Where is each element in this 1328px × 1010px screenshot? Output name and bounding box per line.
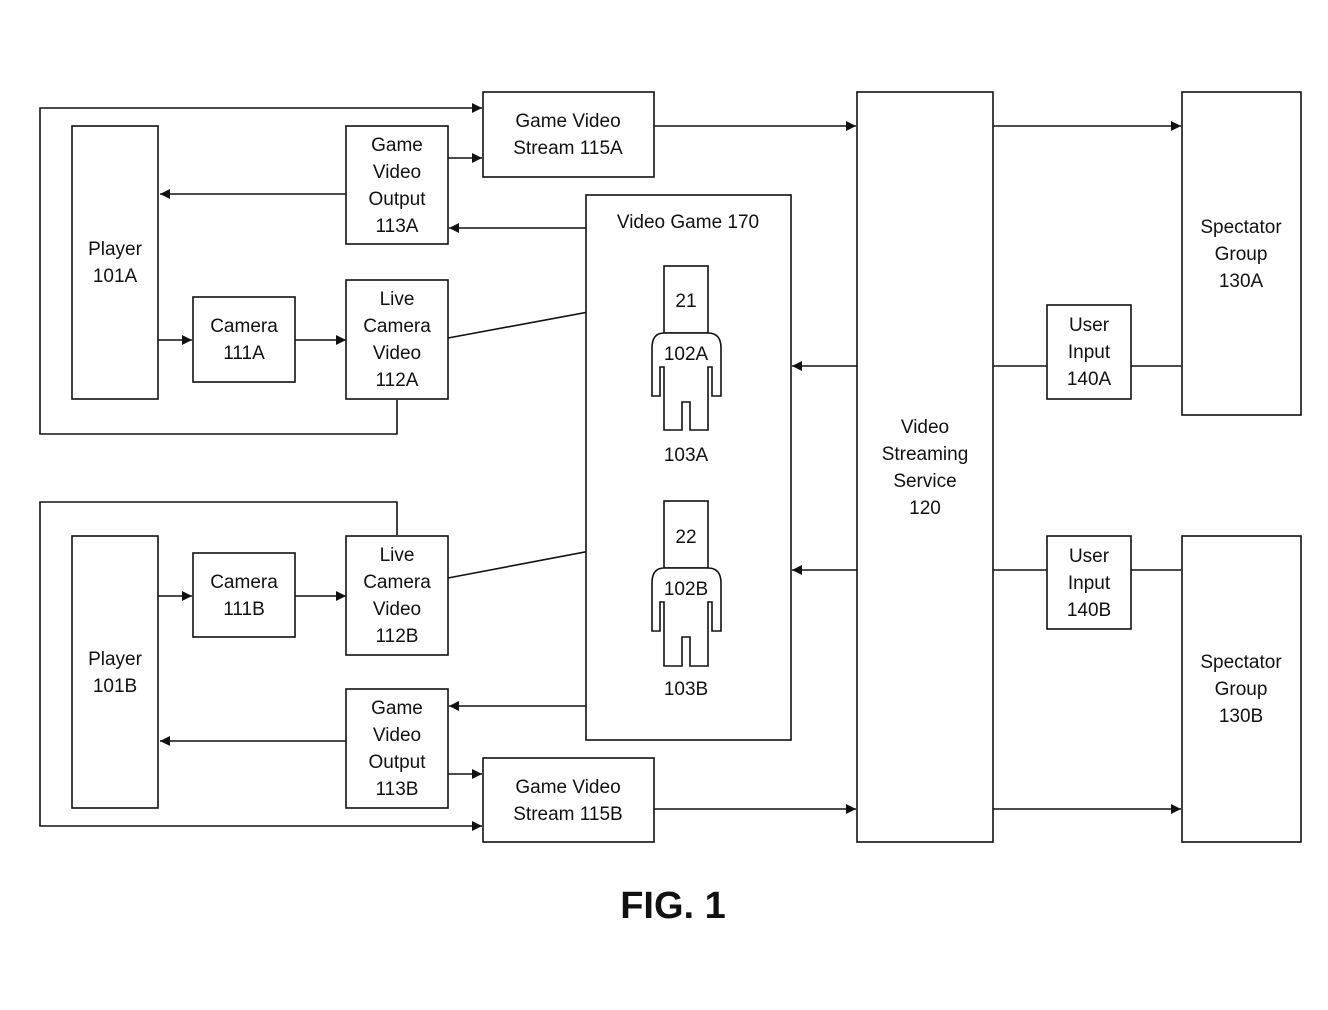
player-101a-label: Player 101A xyxy=(88,239,143,287)
avatar-b-caption: 103B xyxy=(664,679,708,700)
player-101b: Player 101B xyxy=(71,535,159,809)
camera-111b-label-line-2: 111B xyxy=(223,599,265,620)
avatar-b-body-icon xyxy=(651,567,722,667)
spectator-group-130b-label-line-1: Spectator xyxy=(1200,652,1282,673)
user-input-140a-label-line-2: Input xyxy=(1068,342,1111,363)
avatar-103b: 22 102B 103B xyxy=(651,500,722,700)
avatar-b-id-label: 22 xyxy=(675,527,696,548)
camera-111a: Camera 111A xyxy=(192,296,296,383)
spectator-group-130b-label-line-3: 130B xyxy=(1219,706,1263,727)
video-streaming-service-120-label-line-1: Video xyxy=(901,417,949,438)
avatar-a-body-icon xyxy=(651,332,722,431)
game-video-output-113b-label-line-4: 113B xyxy=(376,779,419,800)
player-101a-label-line-2: 101A xyxy=(93,266,138,287)
live-camera-video-112b-label-line-3: Video xyxy=(373,599,421,620)
avatar-b-char-label: 102B xyxy=(664,579,708,600)
avatar-a-char-label-line-1: 102A xyxy=(664,344,709,365)
video-streaming-service-120-label-line-3: Service xyxy=(893,471,956,492)
video-streaming-service-120-label-line-4: 120 xyxy=(909,498,941,519)
live-camera-video-112a-label-line-2: Camera xyxy=(363,316,431,337)
user-input-140b-label-line-3: 140B xyxy=(1067,600,1111,621)
video-game-170-label-line-1: Video Game 170 xyxy=(617,212,759,233)
avatar-b-head xyxy=(663,500,709,569)
avatar-a-id-label: 21 xyxy=(675,291,696,312)
live-camera-video-112b-label-line-2: Camera xyxy=(363,572,431,593)
live-camera-video-112b-label-line-1: Live xyxy=(380,545,415,566)
camera-111b-label: Camera 111B xyxy=(210,572,278,620)
avatar-a-caption-line-1: 103A xyxy=(664,445,709,466)
camera-111b-label-line-1: Camera xyxy=(210,572,278,593)
player-101b-label-line-2: 101B xyxy=(93,676,137,697)
video-streaming-service-120-label-line-2: Streaming xyxy=(882,444,969,465)
game-video-stream-115a-label-line-1: Game Video xyxy=(515,111,620,132)
player-101b-label-line-1: Player xyxy=(88,649,143,670)
player-101a: Player 101A xyxy=(71,125,159,400)
game-video-output-113b-label-line-3: Output xyxy=(368,752,426,773)
game-video-output-113b-label-line-2: Video xyxy=(373,725,421,746)
avatar-a-id-label-line-1: 21 xyxy=(675,291,696,312)
spectator-group-130a-label-line-3: 130A xyxy=(1219,271,1264,292)
live-camera-video-112a-label-line-1: Live xyxy=(380,289,415,310)
camera-111b: Camera 111B xyxy=(192,552,296,638)
user-input-140a-label-line-3: 140A xyxy=(1067,369,1112,390)
avatar-b-id-label-line-1: 22 xyxy=(675,527,696,548)
live-camera-video-112a-label-line-3: Video xyxy=(373,343,421,364)
game-video-stream-115b-label-line-2: Stream 115B xyxy=(513,804,622,825)
connectors xyxy=(39,103,1181,831)
spectator-group-130a-label-line-2: Group xyxy=(1215,244,1268,265)
avatar-b-char-label-line-1: 102B xyxy=(664,579,708,600)
user-input-140b-label-line-1: User xyxy=(1069,546,1110,567)
live-camera-video-112b-label-line-4: 112B xyxy=(376,626,419,647)
camera-111a-label-line-2: 111A xyxy=(223,343,265,364)
avatar-a-caption: 103A xyxy=(664,445,709,466)
avatar-b-caption-line-1: 103B xyxy=(664,679,708,700)
spectator-group-130b-label-line-2: Group xyxy=(1215,679,1268,700)
game-video-output-113a-label-line-4: 113A xyxy=(376,216,419,237)
game-video-stream-115a-label-line-2: Stream 115A xyxy=(513,138,623,159)
camera-111a-label: Camera 111A xyxy=(210,316,278,364)
spectator-group-130a-label-line-1: Spectator xyxy=(1200,217,1282,238)
avatar-103a: 21 102A 103A xyxy=(651,265,722,466)
loop-112b-to-115b xyxy=(39,501,482,831)
player-101a-label-line-1: Player xyxy=(88,239,143,260)
game-video-output-113b-label-line-1: Game xyxy=(371,698,423,719)
game-video-stream-115b-label-line-1: Game Video xyxy=(515,777,620,798)
user-input-140a-label-line-1: User xyxy=(1069,315,1110,336)
avatar-a-char-label: 102A xyxy=(664,344,709,365)
video-game-170-label: Video Game 170 xyxy=(617,212,759,233)
player-101b-label: Player 101B xyxy=(88,649,143,697)
figure-label: FIG. 1 xyxy=(620,885,726,927)
game-video-output-113a-label-line-3: Output xyxy=(368,189,426,210)
loop-112a-to-115a xyxy=(39,103,482,435)
user-input-140b-label-line-2: Input xyxy=(1068,573,1111,594)
live-camera-video-112a-label-line-4: 112A xyxy=(376,370,419,391)
camera-111a-label-line-1: Camera xyxy=(210,316,278,337)
game-video-output-113a-label-line-2: Video xyxy=(373,162,421,183)
game-video-output-113a-label-line-1: Game xyxy=(371,135,423,156)
